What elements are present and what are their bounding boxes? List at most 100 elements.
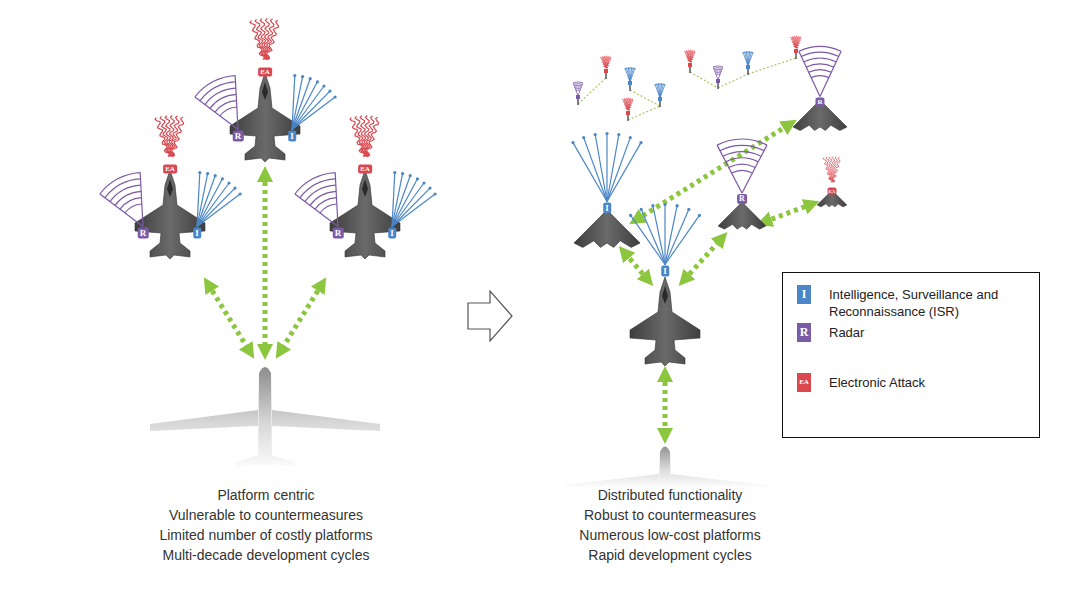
swarm-link xyxy=(628,106,660,120)
isr-ray-tip xyxy=(742,52,744,54)
radar-arc xyxy=(576,90,580,91)
isr-ray xyxy=(743,53,748,66)
datalink-arrows xyxy=(208,124,812,436)
radar-arc xyxy=(300,179,336,198)
swarm-link xyxy=(578,78,606,104)
radar-arc xyxy=(105,179,141,198)
isr-ray-tip xyxy=(664,84,666,86)
capability-badge: EA xyxy=(163,165,177,174)
ea-wave xyxy=(797,37,802,48)
radar-arc xyxy=(575,86,581,88)
capability-badge: I xyxy=(661,266,669,277)
ea-wave xyxy=(629,99,634,110)
radar-arc xyxy=(195,76,235,97)
isr-ray-tip xyxy=(605,132,608,135)
isr-ray-tip xyxy=(617,133,620,136)
radar-arc xyxy=(714,67,722,69)
isr-ray-tip xyxy=(582,136,585,139)
isr-ray-tip xyxy=(571,141,574,144)
legend-box: IIntelligence, Surveillance and Reconnai… xyxy=(782,272,1040,438)
ea-wave xyxy=(833,157,840,182)
sensor-cone xyxy=(823,157,840,183)
sensor-cone xyxy=(195,76,238,130)
sensor-cone xyxy=(624,67,635,82)
isr-ray xyxy=(392,179,417,227)
isr-ray xyxy=(641,209,665,264)
isr-ray xyxy=(658,84,660,98)
isr-ray xyxy=(665,215,699,264)
isr-ray-tip xyxy=(416,177,419,180)
isr-ray-tip xyxy=(624,68,626,70)
isr-ray xyxy=(607,138,630,202)
radar-arc xyxy=(200,82,236,101)
isr-ray-tip xyxy=(206,172,209,175)
isr-ray-tip xyxy=(658,83,660,85)
radar-arc xyxy=(716,74,720,75)
isr-ray xyxy=(607,143,641,202)
swarm-sensor-mark xyxy=(716,79,720,83)
isr-ray xyxy=(660,85,665,98)
isr-ray xyxy=(748,53,753,66)
radar-edge xyxy=(718,67,723,80)
caption-line: Distributed functionality xyxy=(598,486,743,504)
radar-arc xyxy=(100,173,140,194)
isr-ray xyxy=(657,84,660,98)
datalink-arrow xyxy=(663,374,668,436)
sensor-cone xyxy=(295,173,338,227)
ea-wave xyxy=(607,57,612,68)
sensor-cone xyxy=(392,171,437,227)
isr-ray-tip xyxy=(639,141,642,144)
awacs-aircraft xyxy=(150,367,380,467)
isr-ray-tip xyxy=(409,174,412,177)
capability-badge: I xyxy=(288,131,296,142)
radar-edge xyxy=(573,83,578,96)
isr-ray-tip xyxy=(221,177,224,180)
isr-ray-tip xyxy=(428,187,431,190)
datalink-arrow xyxy=(684,238,722,280)
radar-edge xyxy=(140,173,143,227)
isr-ray-tip xyxy=(629,214,632,217)
datalink-arrow xyxy=(636,124,790,220)
isr-ray-tip xyxy=(631,67,633,69)
isr-ray-tip xyxy=(749,51,751,53)
drone xyxy=(574,210,640,247)
capability-badge: R xyxy=(333,228,344,239)
legend-text: Intelligence, Surveillance and Reconnais… xyxy=(829,286,1029,320)
sensor-cone xyxy=(100,173,143,227)
capability-badge: EA xyxy=(828,188,837,195)
isr-ray-tip xyxy=(750,52,752,54)
isr-ray-tip xyxy=(239,192,242,195)
radar-arc xyxy=(715,72,720,73)
sensor-cone xyxy=(684,50,695,62)
isr-ray-tip xyxy=(746,51,748,53)
isr-ray-tip xyxy=(198,171,201,174)
radar-arc xyxy=(801,52,838,56)
radar-arc xyxy=(806,64,833,67)
radar-arc xyxy=(215,101,237,113)
capability-badge: EA xyxy=(358,165,372,174)
radar-arc xyxy=(210,94,236,108)
datalink-arrow xyxy=(263,174,268,352)
isr-ray-tip xyxy=(594,133,597,136)
capability-badge: R xyxy=(233,131,244,142)
capability-badge: R xyxy=(815,98,824,107)
legend-swatch: EA xyxy=(797,373,811,392)
swarm-sensor-mark xyxy=(688,63,692,67)
radar-arc xyxy=(295,173,335,194)
radar-arc xyxy=(573,81,583,83)
ea-wave xyxy=(172,117,184,156)
isr-ray xyxy=(392,194,435,227)
isr-ray xyxy=(606,134,607,202)
legend-icon-letter: R xyxy=(797,323,811,342)
swarm-sensor-mark xyxy=(626,111,630,115)
drone xyxy=(718,202,766,229)
radar-arc xyxy=(310,191,336,205)
radar-arc xyxy=(723,152,761,157)
isr-ray-tip xyxy=(301,75,304,78)
radar-arc xyxy=(811,76,829,78)
isr-ray-tip xyxy=(747,51,749,53)
isr-ray xyxy=(197,183,229,227)
datalink-arrow xyxy=(208,284,250,352)
isr-ray xyxy=(392,183,424,227)
capability-badge: I xyxy=(193,228,201,239)
